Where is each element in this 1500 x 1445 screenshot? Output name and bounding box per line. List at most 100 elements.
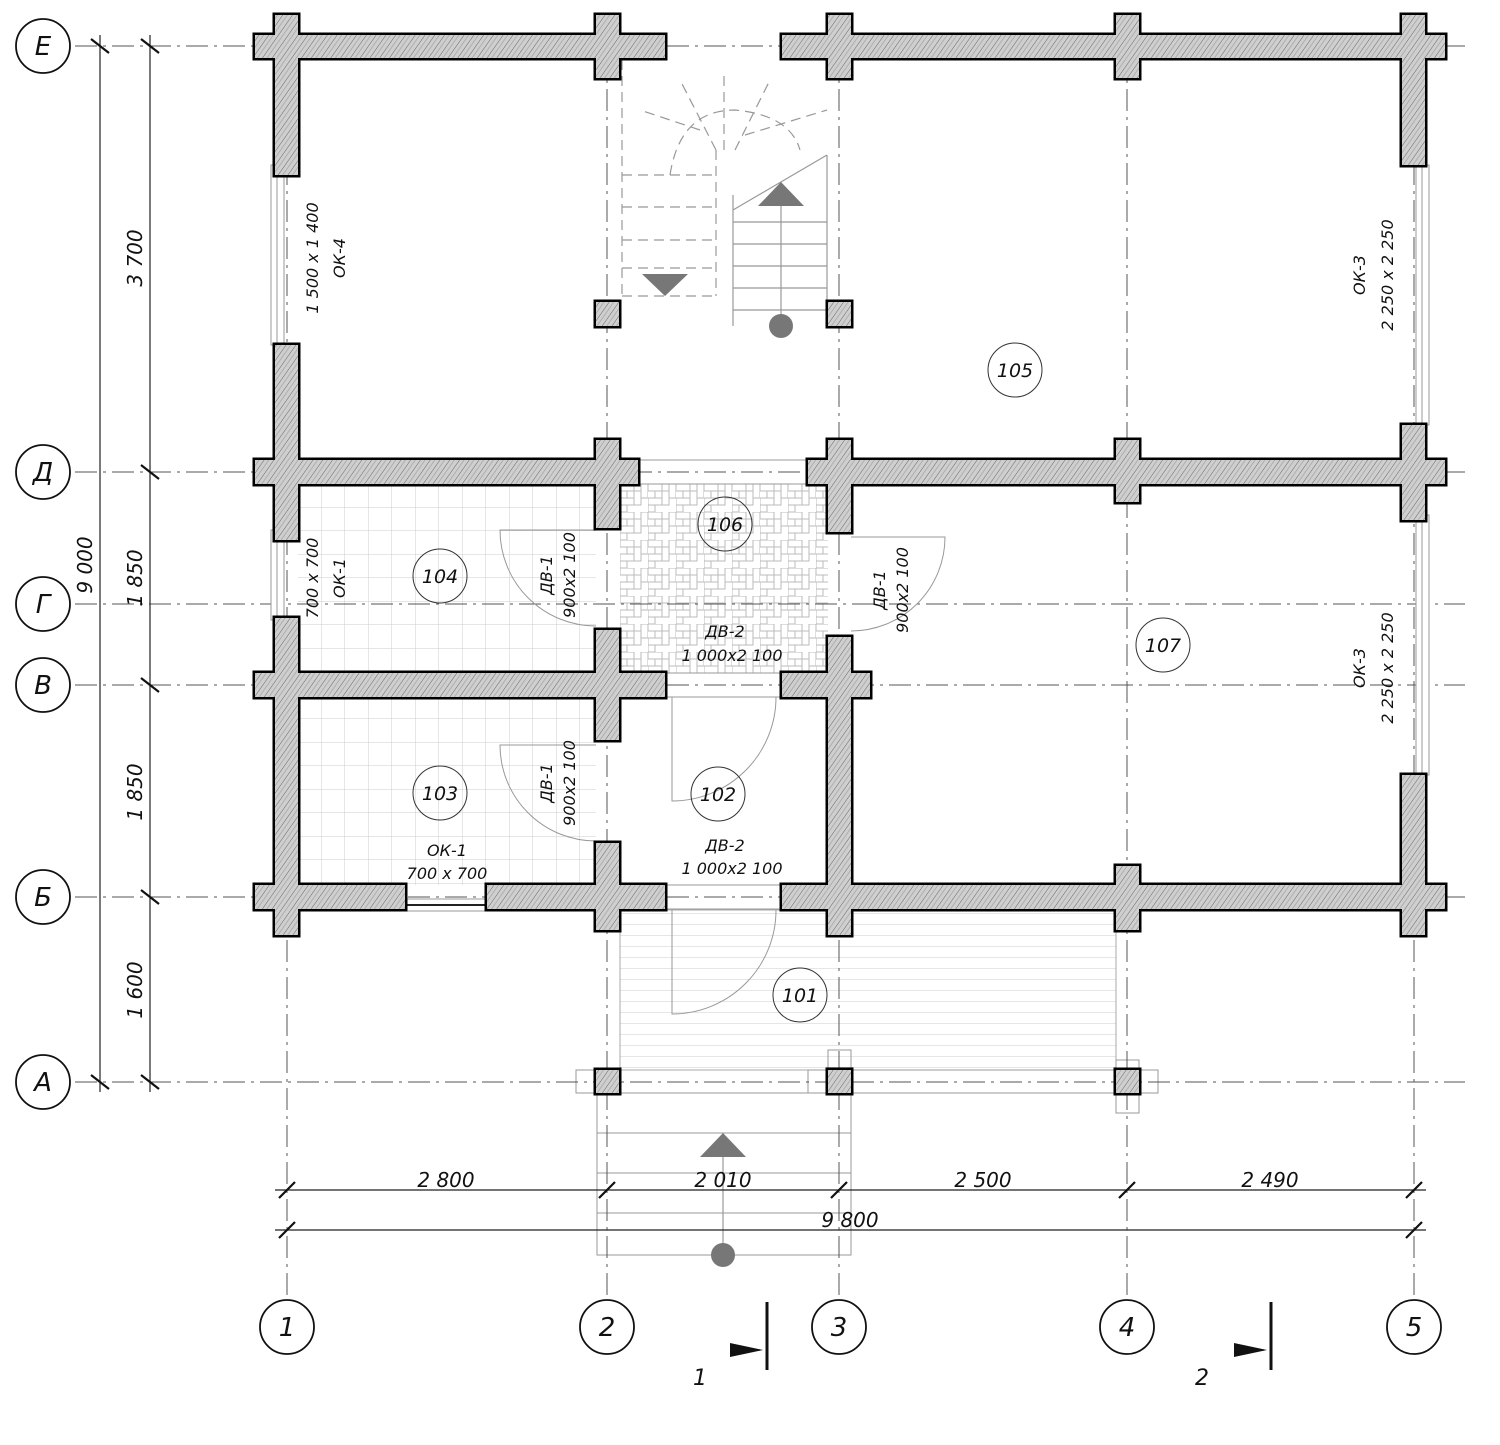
stair-up-arrow-icon (758, 182, 804, 206)
log-walls (255, 15, 1445, 1093)
room-number: 103 (422, 783, 458, 805)
log-wall (255, 460, 638, 484)
dim-tick (140, 889, 160, 905)
door-dv2-size: 1 000x2 100 (681, 859, 782, 878)
axis-bubble-row: Д (15, 444, 71, 500)
staircase (621, 60, 828, 1267)
dim-tick (90, 1074, 110, 1090)
axis-bubble-row: В (15, 657, 71, 713)
window-ok3b-size: 2 250 x 2 250 (1378, 612, 1397, 723)
axis-bubble-row: Г (15, 576, 71, 632)
room-tag: 105 (987, 342, 1043, 398)
dim-1850-b: 1 850 (123, 763, 147, 820)
log-wall (596, 1070, 619, 1093)
axis-label: 2 (599, 1313, 616, 1343)
dim-tick (90, 38, 110, 54)
log-wall (596, 302, 619, 326)
dim-tick (830, 1181, 848, 1199)
room-106-parquet (620, 484, 828, 673)
log-wall (487, 885, 665, 909)
dim-tick (140, 464, 160, 480)
dim-9000: 9 000 (73, 536, 97, 593)
porch-up-arrow-icon (700, 1133, 746, 1157)
log-wall (828, 15, 851, 78)
stair-start-dot-icon (769, 314, 793, 338)
room-104-tiles (298, 484, 596, 673)
log-wall (1116, 15, 1139, 78)
axis-bubble-col: 2 (579, 1299, 635, 1355)
axis-label: Г (36, 590, 53, 620)
window-ok1b-size: 700 x 700 (407, 864, 488, 883)
room-tag: 103 (412, 765, 468, 821)
axis-label: 5 (1406, 1313, 1423, 1343)
door-dv1-name: ДВ-1 (537, 763, 556, 803)
window-ok3a-name: ОК-3 (1350, 255, 1369, 295)
porch-deck (619, 909, 1117, 1071)
door-swings (499, 459, 946, 1015)
room-tag: 107 (1135, 617, 1191, 673)
axis-label: Б (34, 883, 52, 913)
room-number: 106 (707, 514, 743, 536)
window-ok1-size: 700 x 700 (303, 538, 322, 619)
dim-tick (598, 1181, 616, 1199)
log-wall (275, 618, 298, 935)
room-tag: 106 (697, 496, 753, 552)
dim-tick (278, 1181, 296, 1199)
log-wall (596, 630, 619, 740)
axis-bubble-col: 3 (811, 1299, 867, 1355)
room-number: 104 (422, 566, 458, 588)
door-dv2-size: 1 000x2 100 (681, 646, 782, 665)
log-wall (828, 302, 851, 326)
log-wall (828, 1070, 851, 1093)
room-103-tiles (298, 697, 596, 885)
axis-label: А (32, 1068, 52, 1098)
log-wall (782, 885, 1445, 909)
dim-1600: 1 600 (123, 961, 147, 1018)
axis-bubble-row: Е (15, 18, 71, 74)
window-ok4-size: 1 500 x 1 400 (303, 202, 322, 313)
door-dv1-name: ДВ-1 (870, 570, 889, 610)
dim-1850-a: 1 850 (123, 549, 147, 606)
section-1-arrow-icon (730, 1343, 763, 1357)
porch-start-dot-icon (711, 1243, 735, 1267)
stair-down-arrow-icon (642, 274, 688, 296)
axis-bubble-col: 1 (259, 1299, 315, 1355)
windows (270, 164, 1430, 912)
log-wall (1116, 866, 1139, 930)
axis-bubble-row: Б (15, 869, 71, 925)
room-number: 105 (997, 360, 1033, 382)
log-wall (255, 35, 665, 58)
log-wall (828, 440, 851, 532)
log-wall (596, 440, 619, 528)
log-wall (828, 637, 851, 935)
log-wall (596, 843, 619, 930)
door-dv1-name: ДВ-1 (537, 555, 556, 595)
door-dv1-size: 900x2 100 (560, 532, 579, 618)
room-number: 102 (700, 784, 736, 806)
dim-tick (140, 38, 160, 54)
dim-tick (1405, 1221, 1423, 1239)
log-wall (1116, 1070, 1139, 1093)
axis-label: 4 (1119, 1313, 1136, 1343)
axis-label: В (34, 671, 52, 701)
axis-label: 1 (279, 1313, 296, 1343)
window-ok3b-name: ОК-3 (1350, 648, 1369, 688)
window-ok1b-name: ОК-1 (427, 841, 467, 860)
window-ok3a-size: 2 250 x 2 250 (1378, 219, 1397, 330)
axis-bubble-col: 4 (1099, 1299, 1155, 1355)
door-dv1-size: 900x2 100 (560, 740, 579, 826)
dim-3700: 3 700 (123, 229, 147, 286)
room-tag: 102 (690, 766, 746, 822)
dim-tick (1118, 1181, 1136, 1199)
log-wall (275, 345, 298, 540)
window-ok4-name: ОК-4 (330, 238, 349, 278)
dim-tick (140, 1074, 160, 1090)
dimension-lines (99, 35, 1426, 1231)
log-wall (255, 885, 405, 909)
section-2-label: 2 (1195, 1366, 1209, 1391)
dim-2500: 2 500 (954, 1168, 1011, 1192)
dim-2490: 2 490 (1241, 1168, 1298, 1192)
dim-2010: 2 010 (694, 1168, 751, 1192)
axis-label: Д (32, 458, 53, 488)
log-wall (782, 35, 1445, 58)
